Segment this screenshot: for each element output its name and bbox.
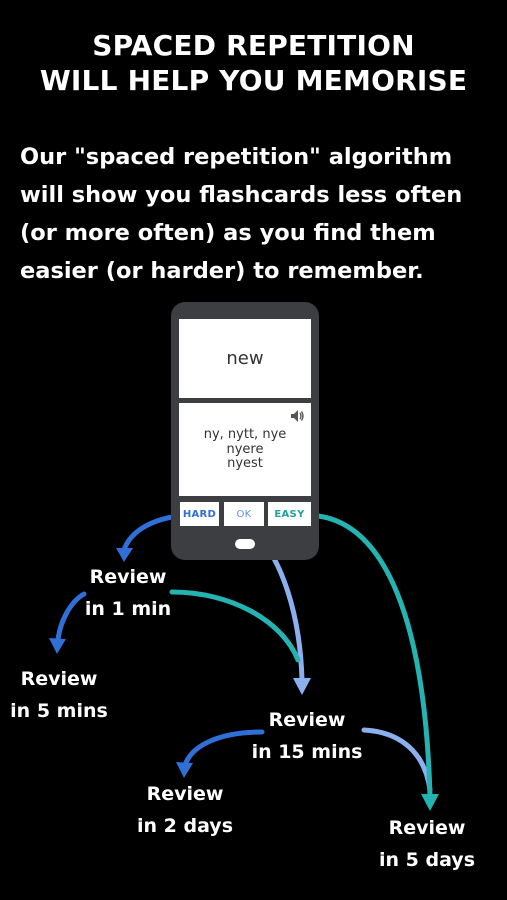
arrow-1min-to-15mins	[169, 589, 301, 663]
arrow-hard-to-1min	[121, 513, 181, 553]
answer-text: ny, nytt, nye nyere nyest	[179, 427, 311, 472]
review-5mins-line-2: in 5 mins	[10, 700, 108, 722]
flashcard-front: new	[179, 319, 311, 398]
easy-button[interactable]: EASY	[268, 502, 311, 526]
hard-button[interactable]: HARD	[180, 502, 219, 526]
review-15mins-line-1: Review	[268, 709, 346, 731]
home-button[interactable]	[235, 539, 255, 549]
review-5mins-line-1: Review	[20, 668, 98, 690]
phone-mockup: new ny, nytt, nye nyere nyest HARD OK EA…	[171, 302, 319, 560]
arrow-15min-to-2days-head	[176, 762, 193, 778]
description-line-1: Our "spaced repetition" algorithm	[20, 144, 453, 170]
review-5days-line-2: in 5 days	[378, 849, 476, 871]
review-1min-line-1: Review	[89, 566, 167, 588]
flashcard-back: ny, nytt, nye nyere nyest	[179, 403, 311, 496]
description: Our "spaced repetition" algorithm will s…	[20, 138, 500, 290]
review-15mins-label: Review in 15 mins	[243, 704, 371, 768]
heading: SPACED REPETITION WILL HELP YOU MEMORISE	[0, 28, 507, 98]
review-2days-line-1: Review	[146, 783, 224, 805]
description-line-2: will show you flashcards less often	[20, 182, 463, 208]
arrow-1min-to-5mins-head	[49, 638, 66, 654]
review-2days-label: Review in 2 days	[125, 778, 245, 842]
arrow-15mins-to-5days	[361, 727, 433, 793]
review-2days-line-2: in 2 days	[136, 815, 234, 837]
arrow-easy-to-5days-head	[421, 794, 439, 811]
heading-line-2: WILL HELP YOU MEMORISE	[39, 64, 468, 97]
description-line-3: (or more often) as you find them	[20, 220, 436, 246]
speaker-icon[interactable]	[289, 408, 305, 424]
review-1min-line-2: in 1 min	[84, 598, 172, 620]
arrow-ok-to-15mins-head	[293, 678, 311, 695]
review-5days-line-1: Review	[388, 817, 466, 839]
review-5days-label: Review in 5 days	[368, 812, 486, 876]
review-15mins-line-2: in 15 mins	[251, 741, 363, 763]
heading-line-1: SPACED REPETITION	[92, 29, 415, 62]
arrow-easy-to-5days	[315, 513, 433, 799]
answer-line-3: nyest	[227, 456, 263, 471]
answer-line-2: nyere	[226, 441, 264, 457]
arrow-15min-to-2days	[182, 729, 265, 768]
arrow-1min-to-5mins	[55, 591, 87, 643]
front-word: new	[226, 348, 264, 369]
description-line-4: easier (or harder) to remember.	[20, 258, 424, 284]
review-5mins-label: Review in 5 mins	[4, 663, 114, 727]
answer-line-1: ny, nytt, nye	[203, 427, 287, 442]
arrow-hard-to-1min-head	[116, 548, 133, 562]
review-1min-label: Review in 1 min	[78, 561, 178, 625]
ok-button[interactable]: OK	[224, 502, 264, 526]
